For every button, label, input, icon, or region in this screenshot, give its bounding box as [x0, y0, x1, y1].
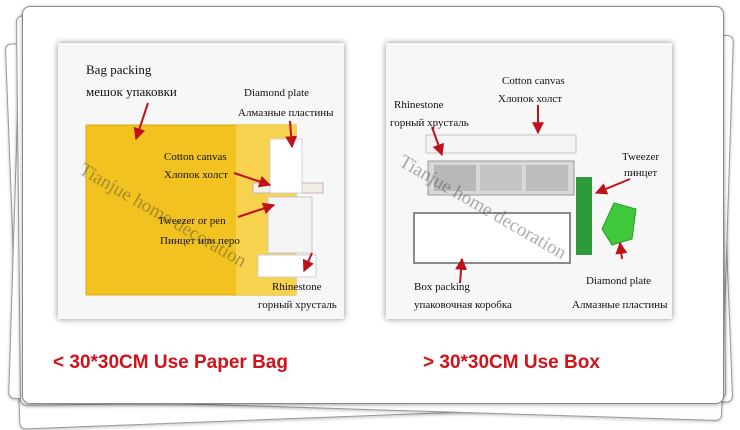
- rhinestone-ru-r: горный хрусталь: [390, 117, 469, 129]
- rhinestone-en-r: Rhinestone: [394, 99, 444, 111]
- box-packing-ru: упаковочная коробка: [414, 299, 512, 311]
- arrow-box: [455, 257, 468, 284]
- arrow-tweezer: [237, 202, 276, 218]
- tweezer-ru-r: пинцет: [624, 167, 658, 179]
- arrow-cotton-canvas: [233, 172, 272, 188]
- rhinestone-bag-3: [526, 165, 568, 191]
- packing-box: [413, 212, 571, 264]
- arrow-bag: [133, 102, 149, 141]
- bag-packing-en: Bag packing: [86, 62, 152, 77]
- paper-bag-illustration: [85, 102, 324, 296]
- rhinestone-bag-1: [434, 165, 476, 191]
- canvas-roll: [425, 134, 577, 154]
- arrow-tweezer-r: [594, 178, 631, 195]
- box-photo: Cotton canvas Хлопок холст Rhinestone го…: [386, 43, 672, 319]
- diamond-plate-sheet: [269, 138, 303, 194]
- tweezer-en-r: Tweezer: [622, 151, 660, 163]
- arrow-diamond-plate: [285, 120, 298, 149]
- caption-paper-bag: < 30*30CM Use Paper Bag: [53, 352, 288, 373]
- tweezer-card: [576, 177, 592, 255]
- green-diamond-plate: [601, 202, 637, 246]
- diamond-plate-en-r: Diamond plate: [586, 275, 652, 287]
- diamond-plate-ru-r: Алмазные пластины: [572, 299, 668, 311]
- box-illustration: [413, 105, 637, 284]
- cotton-canvas-ru: Хлопок холст: [164, 169, 229, 181]
- arrow-diamond-plate-r: [615, 241, 628, 260]
- cotton-canvas-en-r: Cotton canvas: [502, 75, 565, 87]
- arrow-rhinestone-r: [431, 126, 445, 157]
- box-packing-en: Box packing: [414, 281, 470, 293]
- bag-packing-ru: мешок упаковки: [86, 84, 177, 99]
- paper-bag-photo: Bag packing мешок упаковки Diamond plate…: [58, 43, 344, 319]
- main-card: Bag packing мешок упаковки Diamond plate…: [22, 6, 724, 404]
- tweezer-pack: [267, 196, 313, 254]
- tweezer-ru: Пинцет или перо: [160, 235, 240, 247]
- rhinestone-bag-2: [480, 165, 522, 191]
- cotton-canvas-en: Cotton canvas: [164, 151, 227, 163]
- arrow-rhinestone: [302, 252, 314, 273]
- caption-box: > 30*30CM Use Box: [423, 352, 600, 373]
- rhinestone-en: Rhinestone: [272, 281, 322, 293]
- diamond-plate-en: Diamond plate: [244, 87, 310, 99]
- cotton-canvas-ru-r: Хлопок холст: [498, 93, 563, 105]
- rhinestone-ru: горный хрусталь: [258, 299, 337, 311]
- diamond-plate-ru: Алмазные пластины: [238, 107, 334, 119]
- tweezer-en: Tweezer or pen: [158, 215, 226, 227]
- rhinestone-bags: [257, 254, 317, 278]
